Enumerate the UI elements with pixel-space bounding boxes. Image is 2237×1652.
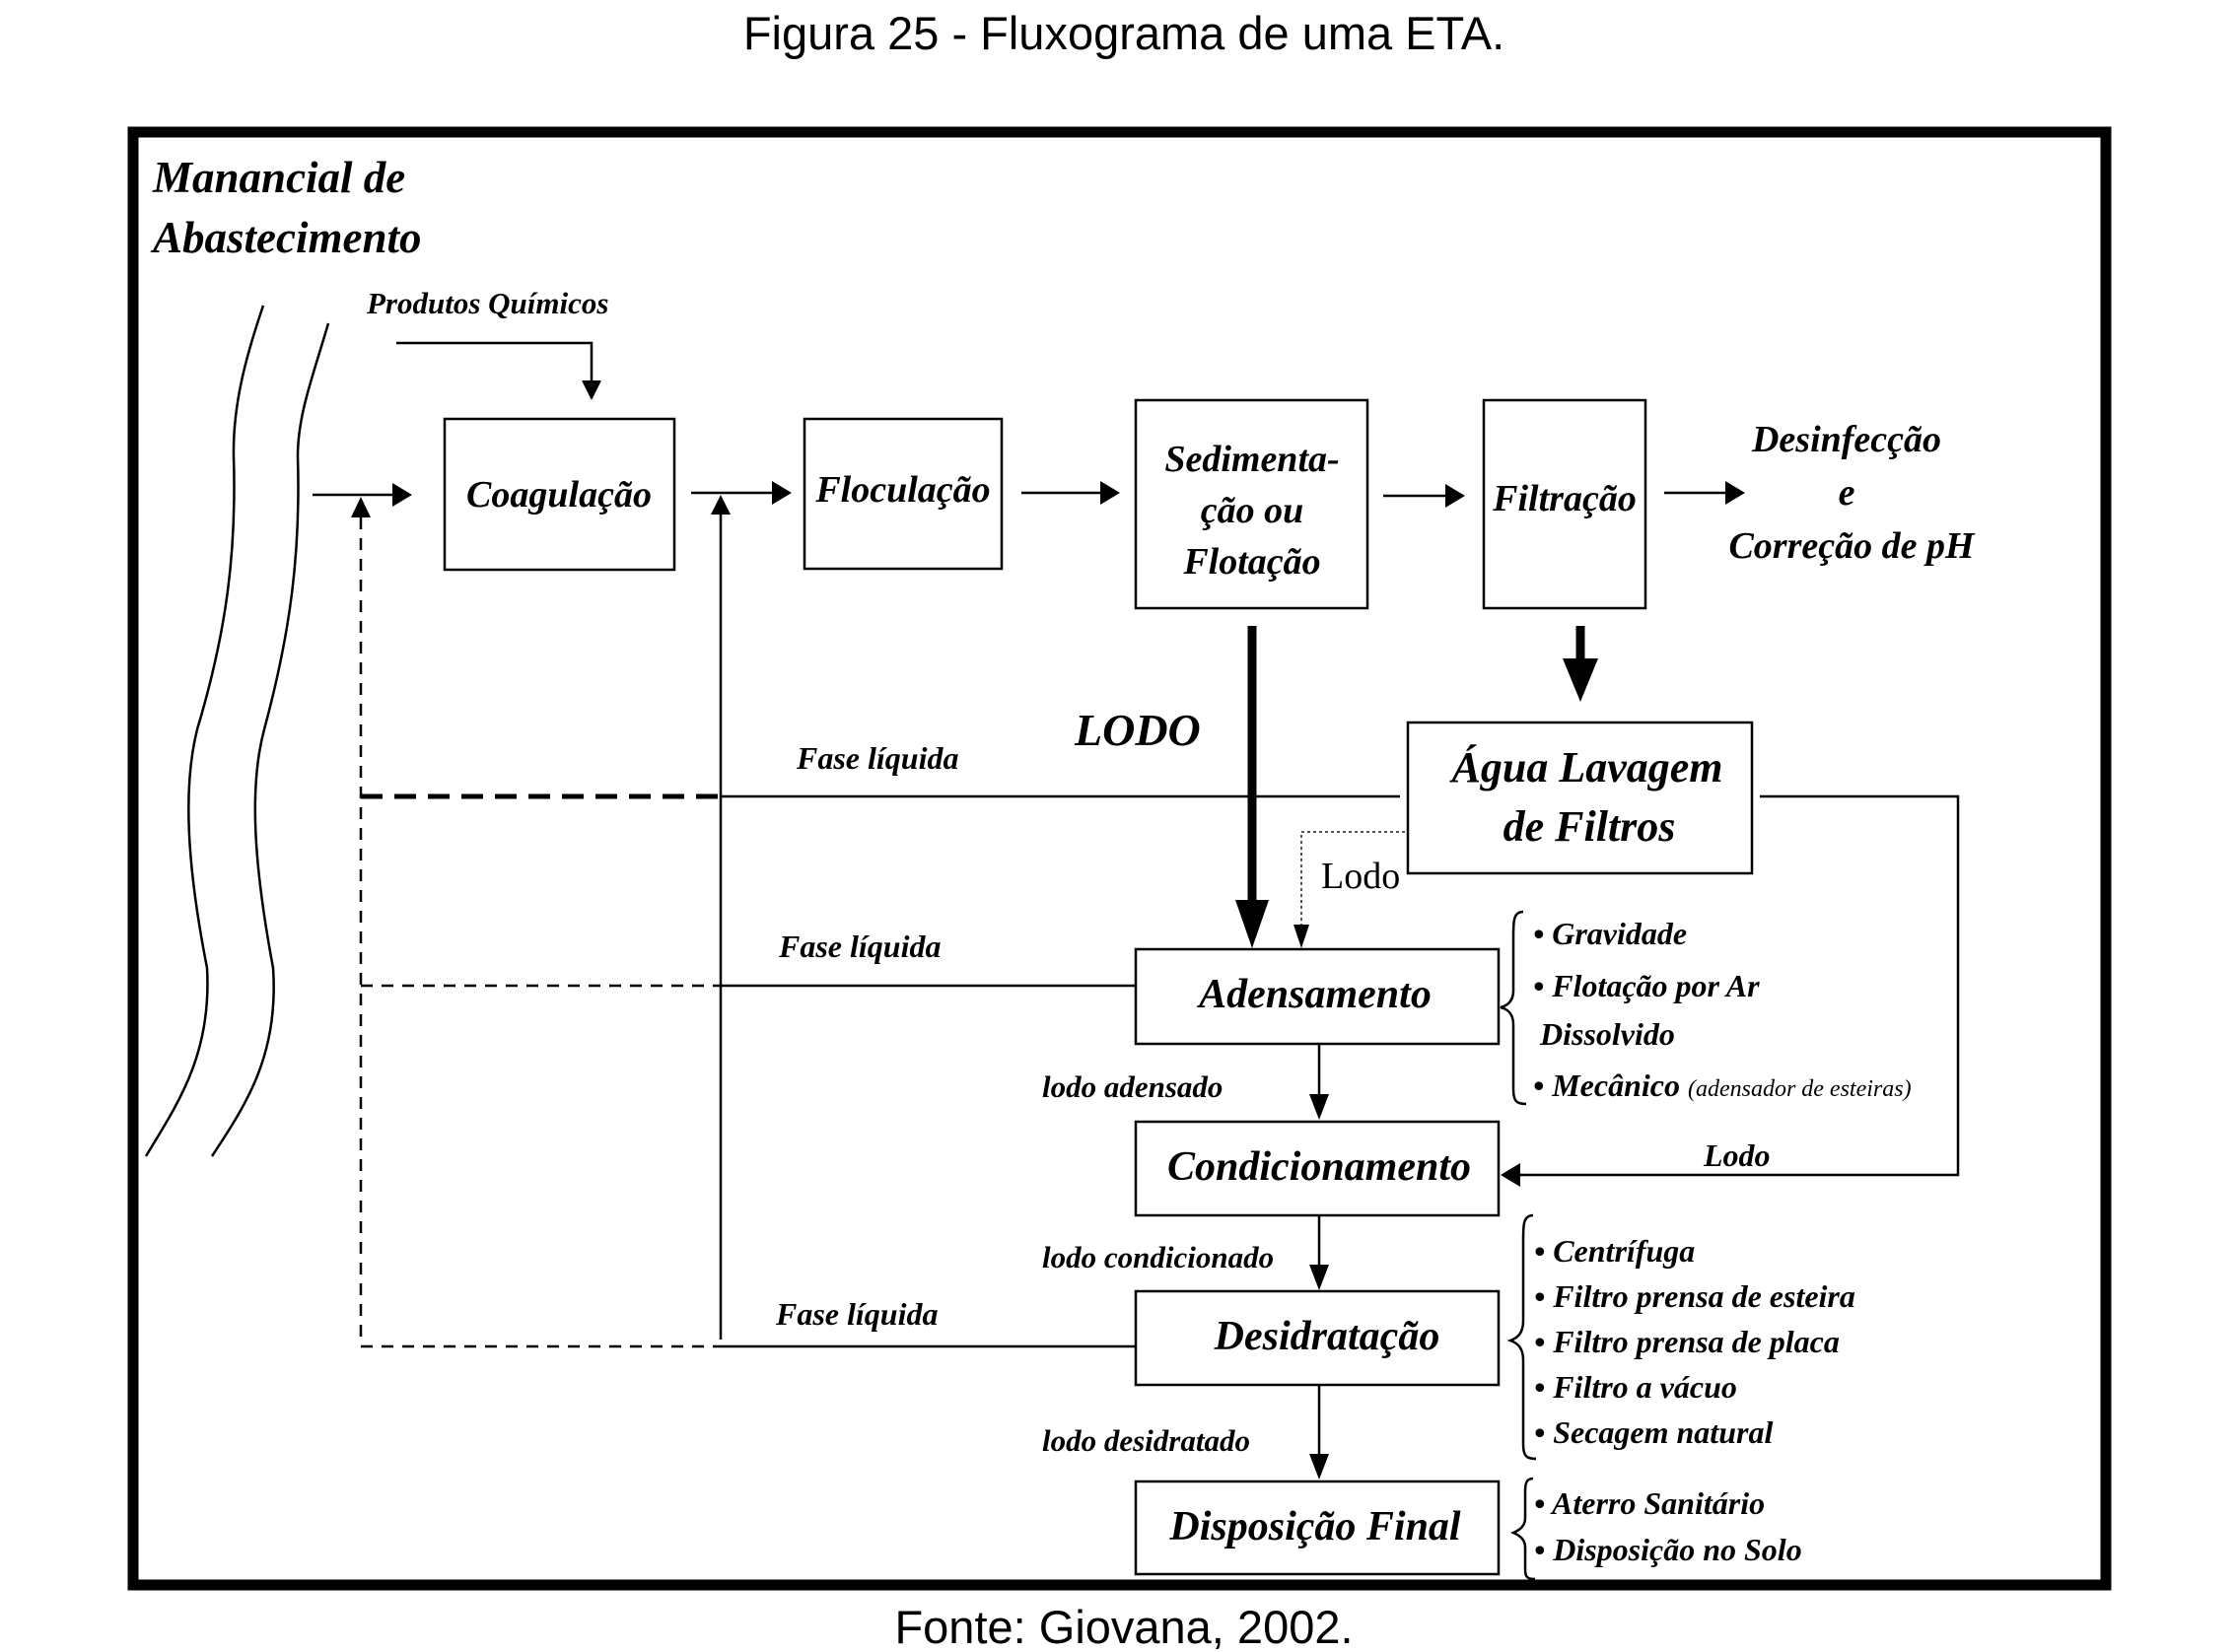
filter-wash-box (1406, 721, 1754, 875)
conditioned-sludge-label: lodo condicionado (1042, 1240, 1274, 1274)
liquid-phase-label-3: Fase líquida (775, 1296, 938, 1332)
diagram-frame (127, 126, 2112, 1591)
wash-sludge-return-arrowhead (1501, 1163, 1520, 1187)
dewatering-method-5: • Secagem natural (1534, 1414, 1773, 1450)
dewatering-method-4: • Filtro a vácuo (1534, 1369, 1737, 1405)
liquid-phase-label-2: Fase líquida (778, 929, 941, 964)
dewater-to-disposal-arrowhead (1309, 1454, 1329, 1480)
sedimentation-label-line3: Flotação (1182, 541, 1320, 583)
filter-wash-label-line2: de Filtros (1503, 802, 1676, 851)
thickening-method-3: • Mecânico (adensador de esteiras) (1533, 1067, 1912, 1103)
filtration-box (1482, 398, 1647, 610)
disposal-method-2: • Disposição no Solo (1534, 1532, 1802, 1567)
coagulation-label: Coagulação (466, 474, 652, 516)
dewatering-methods-brace (1506, 1213, 1537, 1461)
sedimentation-label-line1: Sedimenta- (1164, 439, 1339, 480)
floc-to-sed-arrowhead (1100, 481, 1120, 505)
figure-source: Fonte: Giovana, 2002. (894, 1601, 1353, 1652)
coagulation-box (443, 417, 676, 572)
disposal-methods-brace (1509, 1477, 1536, 1581)
chemicals-connector (396, 341, 594, 382)
coag-to-floc-arrowhead (772, 481, 792, 505)
inflow-arrowhead (392, 483, 412, 507)
thick-to-cond-arrowhead (1309, 1094, 1329, 1120)
river-bank-left (144, 305, 265, 1157)
flocculation-label: Floculação (814, 469, 990, 511)
disinfection-label-line2: e (1839, 472, 1855, 514)
sedimentation-box (1134, 398, 1369, 610)
return-dashed-arrowhead (351, 497, 371, 517)
sed-to-filt-arrowhead (1445, 484, 1465, 508)
dewatered-sludge-label: lodo desidratado (1042, 1423, 1250, 1458)
wash-sludge-dotted-line (1300, 831, 1405, 927)
conditioning-label: Condicionamento (1167, 1144, 1471, 1190)
thickening-method-2: • Flotação por Ar (1533, 968, 1760, 1003)
thickening-label: Adensamento (1196, 972, 1432, 1017)
dewatering-method-3: • Filtro prensa de placa (1534, 1324, 1840, 1359)
disposal-method-1: • Aterro Sanitário (1534, 1485, 1765, 1521)
disinfection-label-line3: Correção de pH (1728, 525, 1976, 567)
dewatering-label: Desidratação (1214, 1314, 1440, 1359)
flocculation-box (803, 417, 1004, 571)
filtration-label: Filtração (1492, 478, 1637, 519)
water-source-label-line1: Manancial de (152, 153, 405, 202)
wash-sludge-return-line (1518, 794, 1960, 1177)
conditioning-box (1134, 1120, 1501, 1217)
dewatering-method-2: • Filtro prensa de esteira (1534, 1278, 1855, 1314)
dewatering-method-1: • Centrífuga (1534, 1233, 1695, 1269)
wash-sludge-label: Lodo (1321, 856, 1400, 897)
chemicals-label: Produtos Químicos (366, 286, 608, 320)
sludge-thick-arrowhead (1235, 900, 1269, 948)
sludge-label: LODO (1074, 705, 1201, 755)
liquid-phase-label-1: Fase líquida (796, 740, 958, 776)
thickening-method-1: • Gravidade (1533, 916, 1687, 951)
wash-sludge-dotted-arrowhead (1293, 925, 1309, 948)
dewatering-box (1134, 1289, 1501, 1387)
cond-to-dewater-arrowhead (1309, 1265, 1329, 1290)
sedimentation-label-line2: ção ou (1201, 490, 1304, 531)
filt-to-wash-arrowhead (1563, 658, 1598, 702)
final-disposal-box (1134, 1480, 1501, 1576)
river-bank-right (210, 322, 330, 1157)
final-disposal-label: Disposição Final (1168, 1504, 1461, 1549)
filter-wash-label-line1: Água Lavagem (1449, 743, 1723, 792)
thickening-method-2-cont: Dissolvido (1539, 1016, 1675, 1052)
return-sludge-label: Lodo (1703, 1137, 1771, 1173)
water-source-label-line2: Abastecimento (150, 213, 421, 262)
chemicals-arrowhead (582, 380, 601, 400)
filt-to-disinfection-arrowhead (1725, 481, 1745, 505)
return-solid-arrowhead (711, 495, 731, 515)
thickening-methods-brace (1500, 910, 1527, 1106)
thickened-sludge-label: lodo adensado (1042, 1069, 1223, 1104)
disinfection-label-line1: Desinfecção (1751, 419, 1941, 460)
figure-title: Figura 25 - Fluxograma de uma ETA. (743, 7, 1504, 59)
thickening-box (1134, 947, 1501, 1046)
